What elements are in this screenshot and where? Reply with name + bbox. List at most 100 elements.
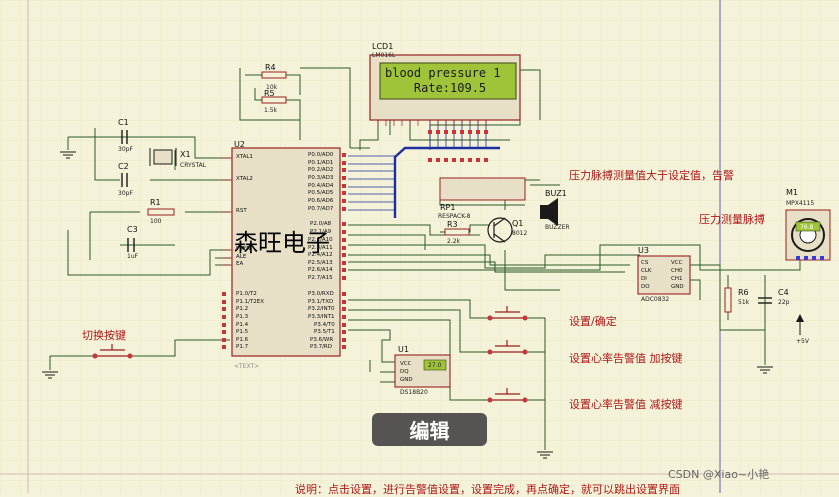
lcd-ref: LCD1 — [372, 42, 394, 51]
lcd-model: LM016L — [372, 52, 396, 59]
r5-ref: R5 — [264, 89, 275, 98]
m1-ref: M1 — [786, 188, 798, 197]
mcu-pin-p37: P3.7/RD — [310, 344, 332, 350]
alarm-minus-label: 设置心率告警值 减按键 — [569, 398, 683, 411]
alarm-plus-label: 设置心率告警值 加按键 — [569, 352, 683, 365]
mcu-pin-ale: ALE — [236, 254, 247, 260]
u1-pin-dq: DQ — [400, 369, 409, 375]
r1-value: 100 — [150, 218, 162, 225]
mcu-pin-p26: P2.6/A14 — [308, 267, 333, 273]
c4-value: 22p — [778, 299, 790, 306]
adc-chip[interactable] — [637, 255, 691, 295]
r3-value: 2.2k — [447, 238, 461, 245]
rp1-ref: RP1 — [440, 203, 456, 212]
mcu-pin-p35: P3.5/T1 — [314, 329, 335, 335]
resistor-pack[interactable] — [439, 177, 526, 201]
mcu-pin-p15: P1.5 — [236, 329, 249, 335]
mcu-pin-p31: P3.1/TXD — [308, 299, 334, 305]
u3-pin-do: DO — [641, 284, 650, 290]
mcu-ref: U2 — [234, 140, 245, 149]
buzzer-ref: BUZ1 — [545, 189, 567, 198]
switch-key-label: 切换按键 — [82, 329, 126, 342]
mcu-pin-p10: P1.0/T2 — [236, 291, 257, 297]
mcu-pin-p01: P0.1/AD1 — [308, 160, 334, 166]
mcu-pin-xtal2: XTAL2 — [236, 176, 253, 182]
resistors — [147, 71, 732, 313]
edit-button[interactable]: 编辑 — [372, 413, 487, 446]
q1-value: 8012 — [512, 230, 528, 237]
push-button-symbols — [95, 306, 525, 401]
mcu-pin-p14: P1.4 — [236, 322, 249, 328]
set-confirm-label: 设置/确定 — [569, 315, 617, 328]
mcu-text-tag: <TEXT> — [234, 363, 260, 370]
pressure-sensor[interactable] — [785, 209, 831, 261]
q1-ref: Q1 — [512, 219, 524, 228]
c1-ref: C1 — [118, 118, 129, 127]
mcu-pin-p22: P2.2/A10 — [308, 237, 333, 243]
u3-value: ADC0832 — [641, 296, 670, 303]
lcd-line-2: Rate:109.5 — [385, 81, 487, 95]
u3-pin-clk: CLK — [641, 268, 652, 274]
u1-pin-vcc: VCC — [400, 361, 412, 367]
mcu-pin-p00: P0.0/AD0 — [308, 152, 334, 158]
rp1-value: RESPACK-8 — [438, 213, 471, 220]
r4-ref: R4 — [265, 63, 276, 72]
c2-value: 30pF — [118, 190, 133, 197]
u3-pin-di: DI — [641, 276, 647, 282]
mcu-pin-p07: P0.7/AD7 — [308, 206, 334, 212]
u3-pin-cs: CS — [641, 260, 649, 266]
mcu-body[interactable] — [231, 147, 341, 357]
mcu-pin-p36: P3.6/WR — [310, 337, 334, 343]
supply-label: +5V — [796, 338, 809, 345]
mcu-pin-p20: P2.0/A8 — [310, 221, 332, 227]
u3-pin-vcc: VCC — [671, 260, 683, 266]
u1-display: 27.0 — [428, 362, 442, 369]
transistor-q1 — [487, 217, 513, 243]
r1-ref: R1 — [150, 198, 161, 207]
buzzer-value: BUZZER — [545, 224, 570, 231]
r6-ref: R6 — [738, 288, 749, 297]
c4-ref: C4 — [778, 288, 789, 297]
buzzer — [540, 198, 558, 226]
mcu-pin-p30: P3.0/RXD — [308, 291, 334, 297]
mcu-pin-p13: P1.3 — [236, 314, 249, 320]
mcu-pin-p03: P0.3/AD3 — [308, 175, 334, 181]
u3-ref: U3 — [638, 246, 649, 255]
x1-ref: X1 — [180, 150, 191, 159]
watermark-text: 森旺电子 — [234, 229, 330, 257]
mcu-pin-p27: P2.7/A15 — [308, 275, 333, 281]
instruction-note: 说明：点击设置，进行告警值设置，设置完成，再点确定，就可以跳出设置界面 — [295, 483, 680, 496]
mcu-pin-xtal1: XTAL1 — [236, 154, 253, 160]
data-bus — [393, 146, 500, 218]
u3-pin-ch1: CH1 — [671, 276, 683, 282]
mcu-pin-p02: P0.2/AD2 — [308, 167, 334, 173]
mcu-pin-rst: RST — [236, 208, 247, 214]
mcu-pin-p32: P3.2/INT0 — [308, 306, 335, 312]
u1-ref: U1 — [398, 345, 409, 354]
credit-text: CSDN @Xiao~小艳 — [668, 468, 770, 481]
lcd-line-1: blood pressure 1 — [385, 66, 501, 80]
pressure-pulse-label: 压力测量脉搏 — [699, 213, 765, 226]
u1-value: DS18B20 — [400, 389, 428, 396]
u3-pin-ch0: CH0 — [671, 268, 683, 274]
r3-ref: R3 — [447, 220, 458, 229]
mcu-pin-p34: P3.4/T0 — [314, 322, 335, 328]
c3-value: 1uF — [127, 253, 139, 260]
u3-pin-gnd: GND — [671, 284, 684, 290]
x1-value: CRYSTAL — [180, 162, 207, 169]
mcu-pin-p04: P0.4/AD4 — [308, 183, 334, 189]
mcu-pin-ea: EA — [236, 261, 244, 267]
mcu-pin-markers — [222, 153, 346, 349]
mcu-pin-p33: P3.3/INT1 — [308, 314, 335, 320]
crystal — [149, 148, 177, 166]
mcu-pin-p06: P0.6/AD6 — [308, 198, 334, 204]
mcu-pin-p23: P2.3/A11 — [308, 245, 333, 251]
mcu-pin-p21: P2.1/A9 — [310, 229, 332, 235]
c1-value: 30pF — [118, 146, 133, 153]
ground-symbols — [42, 151, 773, 459]
pulse-alarm-label: 压力脉搏测量值大于设定值，告警 — [569, 169, 734, 182]
mcu-pin-p11: P1.1/T2EX — [236, 299, 265, 305]
c2-ref: C2 — [118, 162, 129, 171]
mcu-pin-psen: PSEN — [236, 246, 251, 252]
